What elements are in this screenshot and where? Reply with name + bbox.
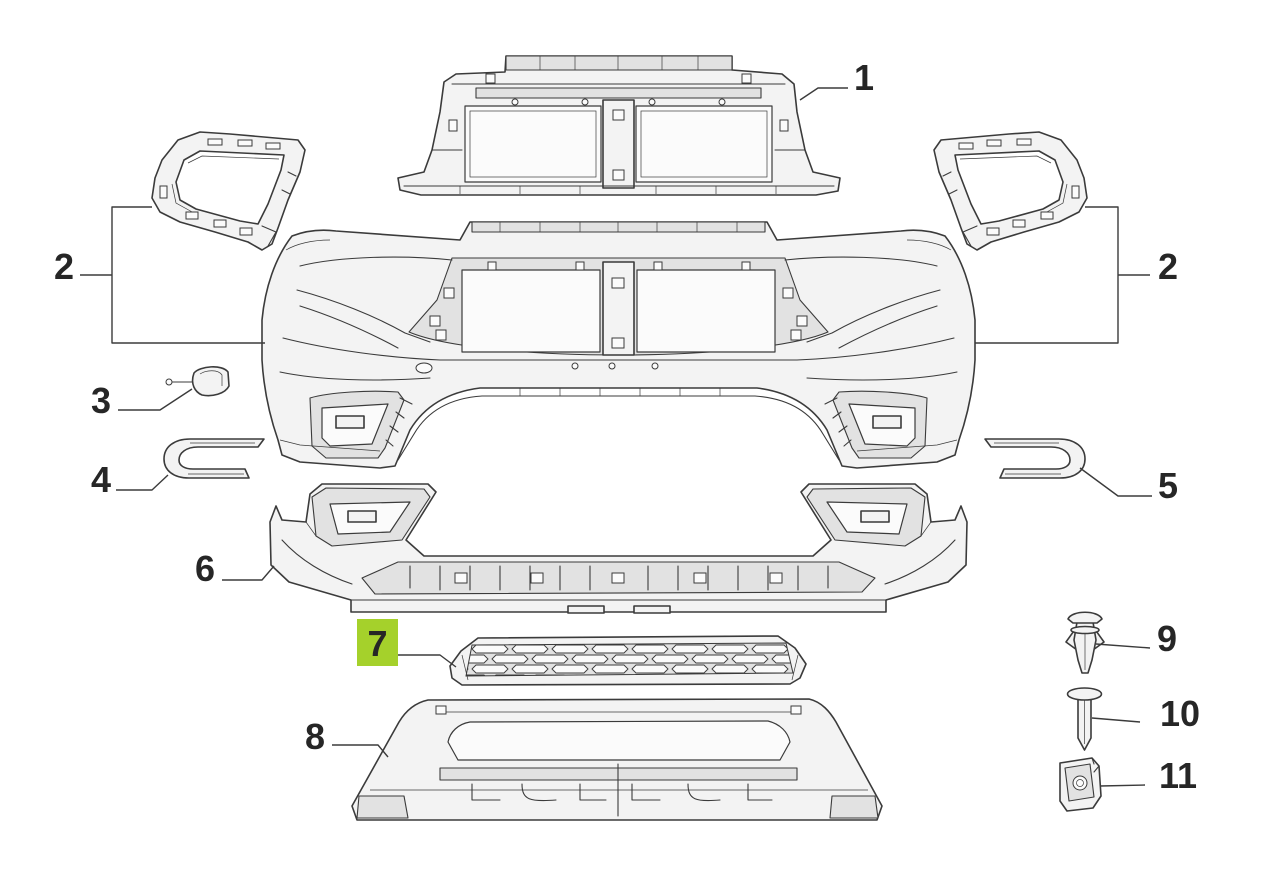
lower-grille-mesh-part (449, 635, 807, 686)
callout-label[interactable]: 5 (1158, 465, 1178, 506)
callout-11[interactable]: 11 (1099, 755, 1197, 796)
leader-line (332, 744, 389, 758)
callout-label[interactable]: 2 (1158, 246, 1178, 287)
callout-label[interactable]: 11 (1159, 755, 1197, 796)
push-clip-part (1065, 611, 1105, 674)
callout-label[interactable]: 2 (54, 246, 74, 287)
trim-strip-left-part (163, 438, 265, 479)
spring-nut-clip-part (1059, 757, 1102, 812)
headlamp-bracket-left-part (151, 131, 306, 251)
callout-label[interactable]: 8 (305, 716, 325, 757)
callout-2-right[interactable]: 2 (975, 206, 1178, 344)
callout-highlight (357, 619, 398, 666)
trim-strip-right-part (984, 438, 1086, 479)
callout-8[interactable]: 8 (305, 716, 389, 758)
leader-line (1091, 717, 1141, 723)
leader-line (1095, 643, 1151, 649)
callout-5[interactable]: 5 (1079, 465, 1178, 506)
callout-2-left[interactable]: 2 (54, 206, 265, 344)
callout-4[interactable]: 4 (91, 459, 169, 500)
push-rivet-part (1066, 687, 1103, 751)
leader-line (222, 565, 275, 581)
callout-label[interactable]: 3 (91, 380, 111, 421)
upper-support-bracket-part (397, 55, 841, 196)
leader-line (799, 87, 848, 101)
callout-label[interactable]: 7 (367, 623, 387, 664)
callout-10[interactable]: 10 (1091, 693, 1200, 734)
tow-hook-cover-part (165, 366, 230, 397)
callout-label[interactable]: 4 (91, 459, 111, 500)
callout-3[interactable]: 3 (91, 380, 193, 421)
callout-label[interactable]: 9 (1157, 618, 1177, 659)
leader-line (1099, 784, 1146, 787)
leader-line (116, 474, 169, 491)
leader-line (398, 654, 457, 668)
leader-line (118, 388, 193, 411)
callout-1[interactable]: 1 (799, 57, 874, 101)
callout-9[interactable]: 9 (1095, 618, 1177, 659)
callout-6[interactable]: 6 (195, 548, 275, 589)
headlamp-bracket-right-part (933, 131, 1088, 251)
leader-line (1079, 467, 1152, 497)
callout-label[interactable]: 6 (195, 548, 215, 589)
callout-label[interactable]: 10 (1160, 693, 1200, 734)
lower-bumper-fascia-part (269, 483, 968, 614)
callout-7[interactable]: 7 (357, 619, 457, 668)
lower-skid-plate-part (351, 698, 883, 821)
front-bumper-cover-part (261, 221, 976, 469)
callout-label[interactable]: 1 (854, 57, 874, 98)
